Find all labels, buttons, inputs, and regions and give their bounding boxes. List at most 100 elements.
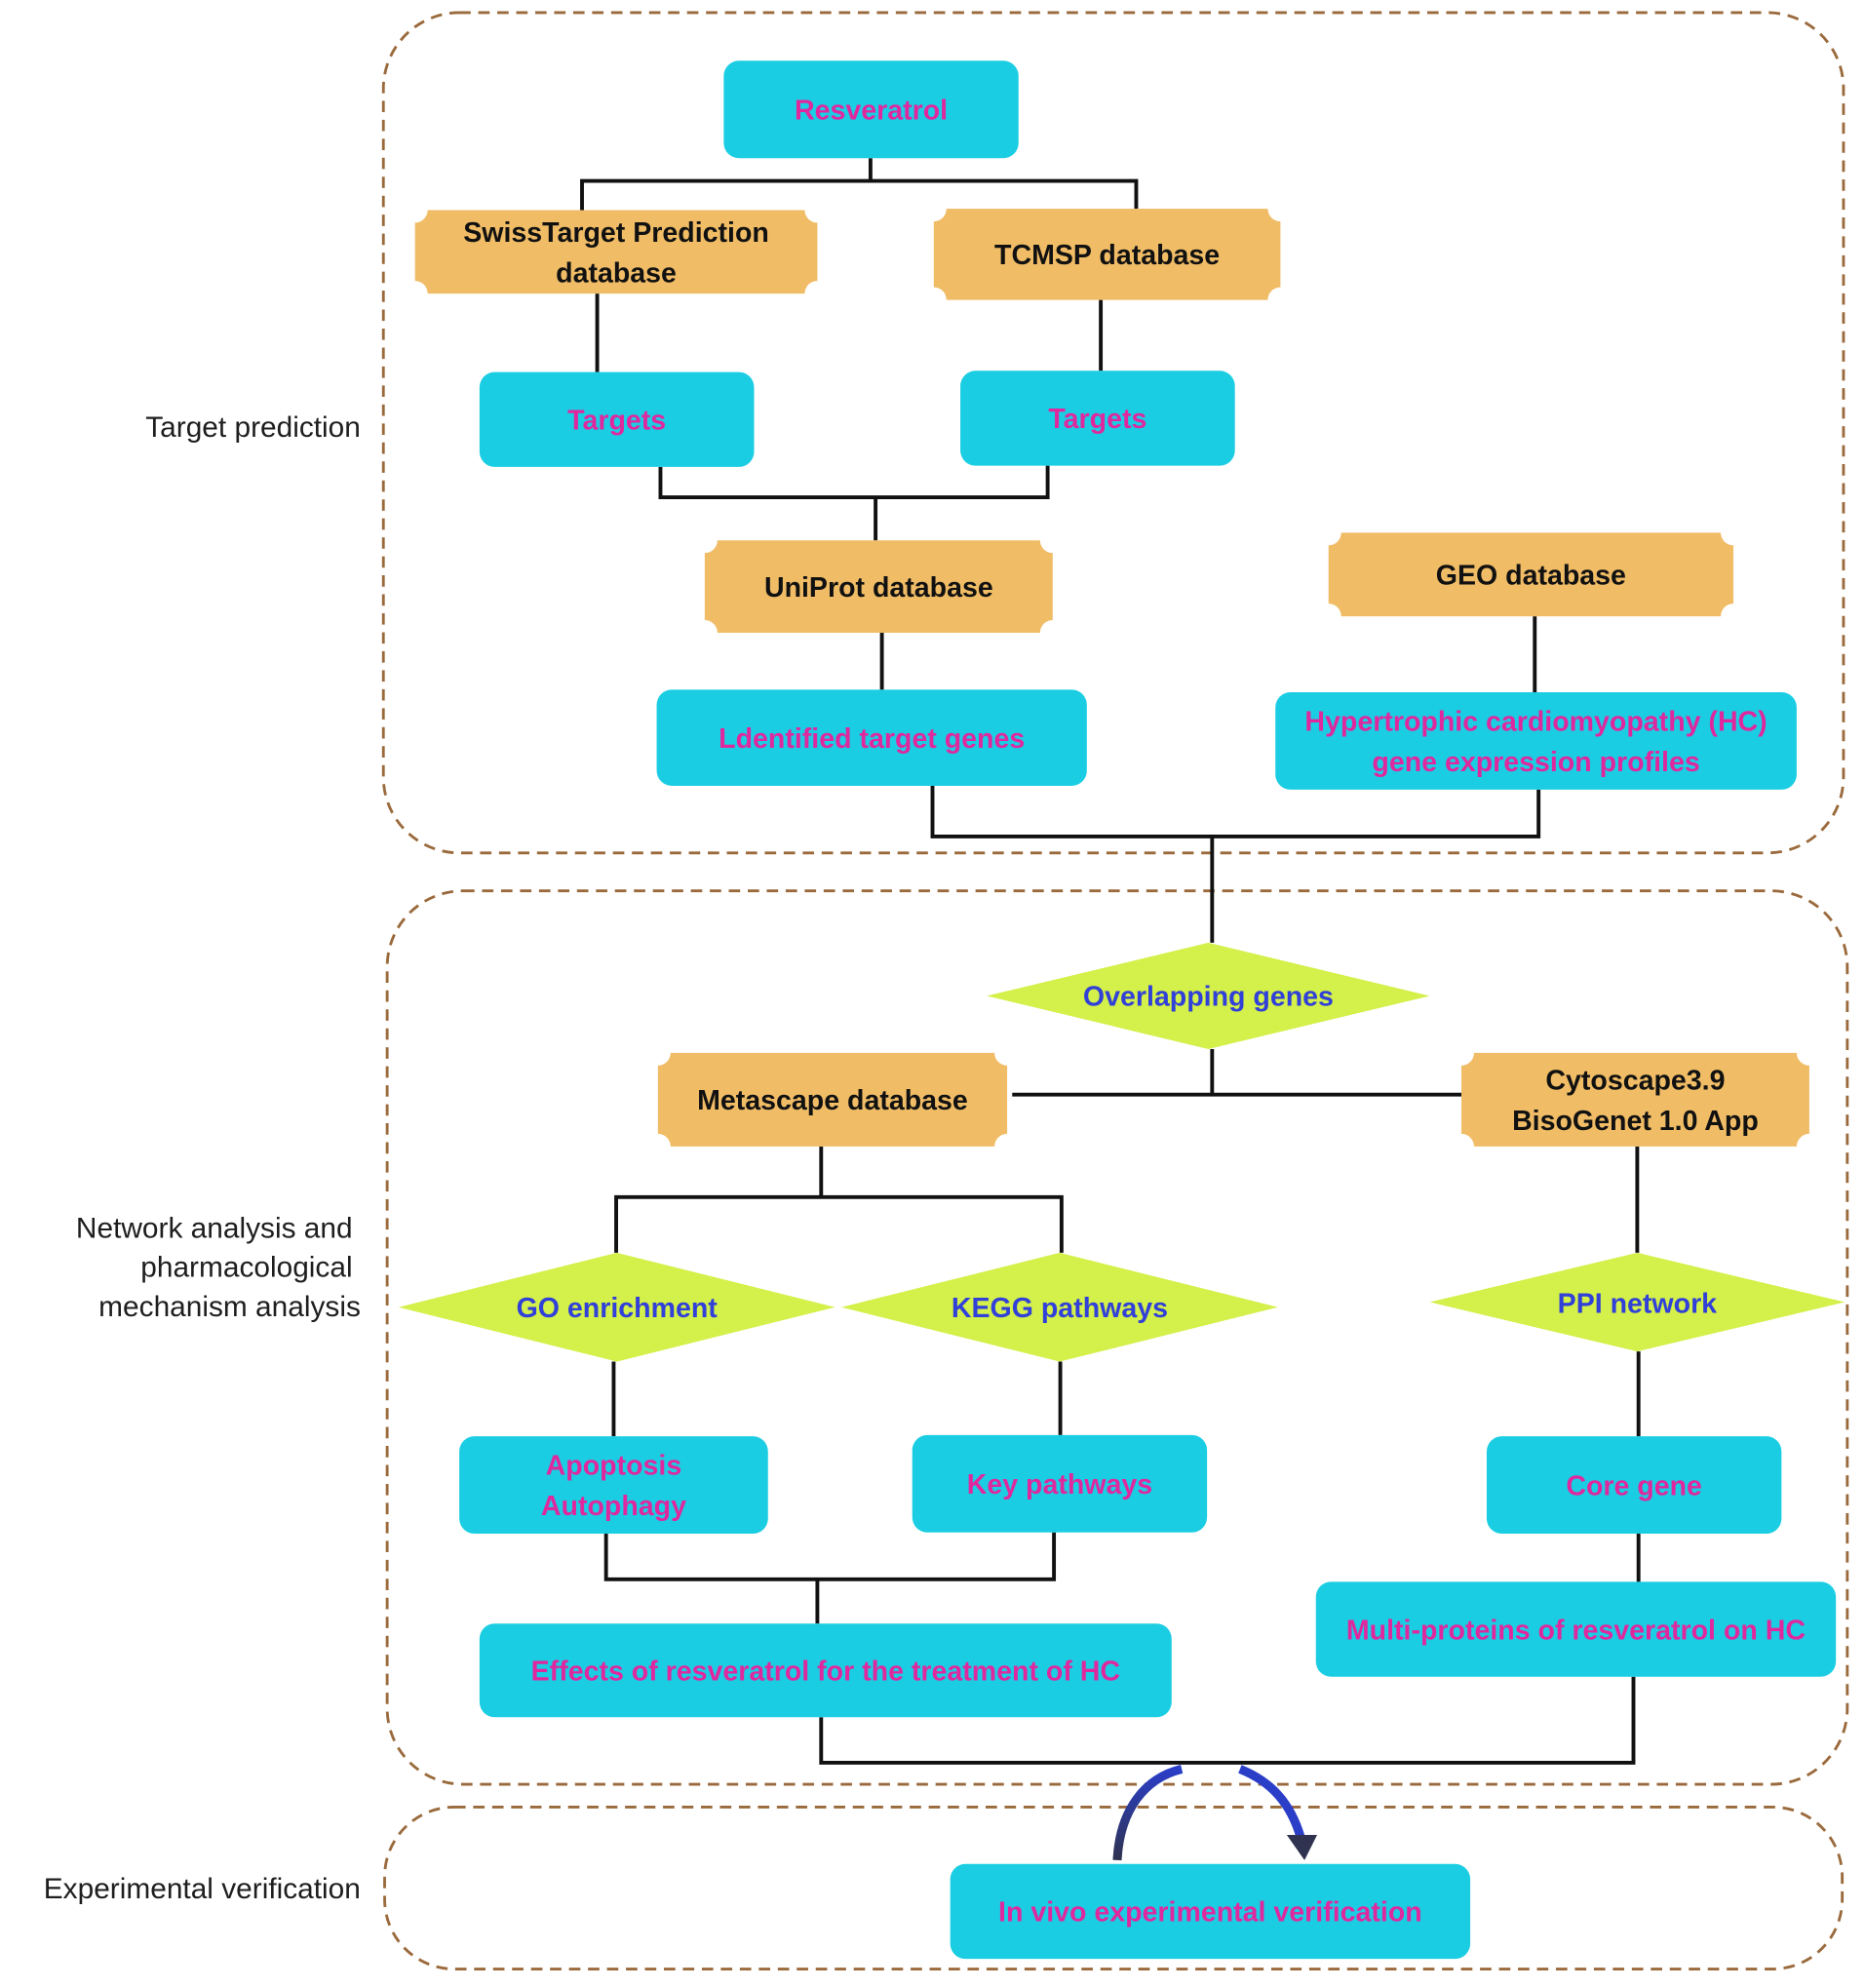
node-identified-genes: Ldentified target genes [656,689,1087,786]
node-label-line: gene expression profiles [1372,747,1699,778]
process-box [960,370,1235,466]
section-frame-target-prediction [381,11,1846,855]
node-label-line: GO enrichment [517,1293,719,1324]
node-label: TCMSP database [994,240,1220,271]
section-labels: Target prediction Network analysis and p… [44,411,361,1905]
process-box [459,1436,768,1535]
database-box [414,210,818,294]
node-targets-swiss: Targets [479,371,755,467]
node-label-line: Overlapping genes [1083,982,1334,1013]
process-box [479,1623,1172,1718]
node-in-vivo: In vivo experimental verification [950,1863,1471,1960]
process-box [950,1863,1471,1960]
node-label: Targets [567,406,666,437]
node-label-line: Resveratrol [795,96,948,127]
node-label: GEO database [1436,561,1626,592]
section-label-experimental-verification: Experimental verification [44,1873,361,1905]
process-box [479,371,755,467]
node-label: Hypertrophic cardiomyopathy (HC) gene exp… [1304,706,1767,777]
node-core-gene: Core gene [1486,1436,1782,1535]
node-label: SwissTarget Prediction database [463,217,769,289]
node-label-line: Metascape database [697,1085,968,1116]
node-label-line: Multi-proteins of resveratrol on HC [1346,1615,1806,1646]
node-label-line: PPI network [1558,1289,1718,1320]
node-label: UniProt database [764,572,993,604]
node-metascape: Metascape database [657,1052,1008,1147]
node-label-line: Key pathways [967,1469,1152,1501]
database-box [933,209,1281,300]
process-box [1486,1436,1782,1535]
database-box [1460,1052,1809,1147]
node-geo: GEO database [1328,532,1734,617]
node-label: Metascape database [697,1085,968,1116]
node-label-line: Hypertrophic cardiomyopathy (HC) [1304,706,1767,737]
node-label: Effects of resveratrol for the treatment… [531,1657,1120,1688]
node-tcmsp: TCMSP database [933,209,1281,300]
node-label: KEGG pathways [952,1293,1168,1324]
node-label-line: Autophagy [541,1491,686,1522]
connector-results-to-verification [819,1676,1636,1765]
connector-enrichment-to-effects [603,1532,1057,1624]
connector-genes-to-overlapping [930,785,1541,943]
arrowhead-icon [1286,1834,1318,1860]
node-label-line: GEO database [1436,561,1626,592]
node-label-line: Targets [1048,404,1146,435]
database-box [1328,532,1734,617]
node-label-line: SwissTarget Prediction [463,217,769,249]
process-box [723,60,1019,159]
feedback-arrows [1112,1765,1318,1861]
connector-metascape-to-enrichment [614,1146,1064,1253]
node-label-line: BisoGenet 1.0 App [1512,1106,1759,1137]
node-label: Resveratrol [795,96,948,127]
node-ppi: PPI network [1429,1252,1846,1352]
section-label-network-analysis: Network analysis and pharmacological mec… [76,1212,361,1322]
node-label: Multi-proteins of resveratrol on HC [1346,1615,1806,1646]
section-frames [381,11,1849,1970]
process-box [656,689,1087,786]
node-swisstarget: SwissTarget Prediction database [414,210,818,294]
connector-resveratrol-to-databases [580,158,1139,211]
node-label-line: In vivo experimental verification [998,1897,1422,1929]
node-label-line: Apoptosis [546,1451,682,1482]
node-label: Overlapping genes [1083,982,1334,1013]
decision-diamond [1429,1252,1846,1352]
node-label-line: UniProt database [764,572,993,604]
node-label-line: KEGG pathways [952,1293,1168,1324]
database-box [657,1052,1008,1147]
node-label: Key pathways [967,1469,1152,1501]
node-label-line: Core gene [1566,1470,1702,1501]
connector-overlapping-to-tools [1012,1048,1461,1097]
node-label: PPI network [1558,1289,1718,1320]
node-label-line: TCMSP database [994,240,1220,271]
connector-targets-to-uniprot [658,465,1050,541]
process-box [1315,1581,1837,1677]
node-label-line: Targets [567,406,666,437]
node-resveratrol: Resveratrol [723,60,1019,159]
node-label-line: Effects of resveratrol for the treatment… [531,1657,1120,1688]
node-multi-proteins: Multi-proteins of resveratrol on HC [1315,1581,1837,1677]
section-frame-network-analysis [385,889,1849,1786]
node-uniprot: UniProt database [704,540,1053,633]
node-targets-tcmsp: Targets [960,370,1235,466]
node-key-pathways: Key pathways [912,1434,1208,1533]
section-label-target-prediction: Target prediction [145,411,361,444]
node-label-line: Cytoscape3.9 [1545,1065,1725,1096]
node-label-line: database [556,257,677,289]
feedback-arc-up [1112,1765,1184,1861]
node-label: In vivo experimental verification [998,1897,1422,1929]
node-go: GO enrichment [398,1252,835,1362]
process-box [1275,691,1797,790]
node-hc-profiles: Hypertrophic cardiomyopathy (HC) gene exp… [1275,691,1797,790]
node-effects: Effects of resveratrol for the treatment… [479,1623,1172,1718]
node-label: GO enrichment [517,1293,719,1324]
connectors [580,158,1641,1765]
node-kegg: KEGG pathways [841,1252,1278,1362]
feedback-arc-down-arrow [1238,1765,1305,1839]
node-overlapping: Overlapping genes [987,942,1430,1049]
node-label: Targets [1048,404,1146,435]
